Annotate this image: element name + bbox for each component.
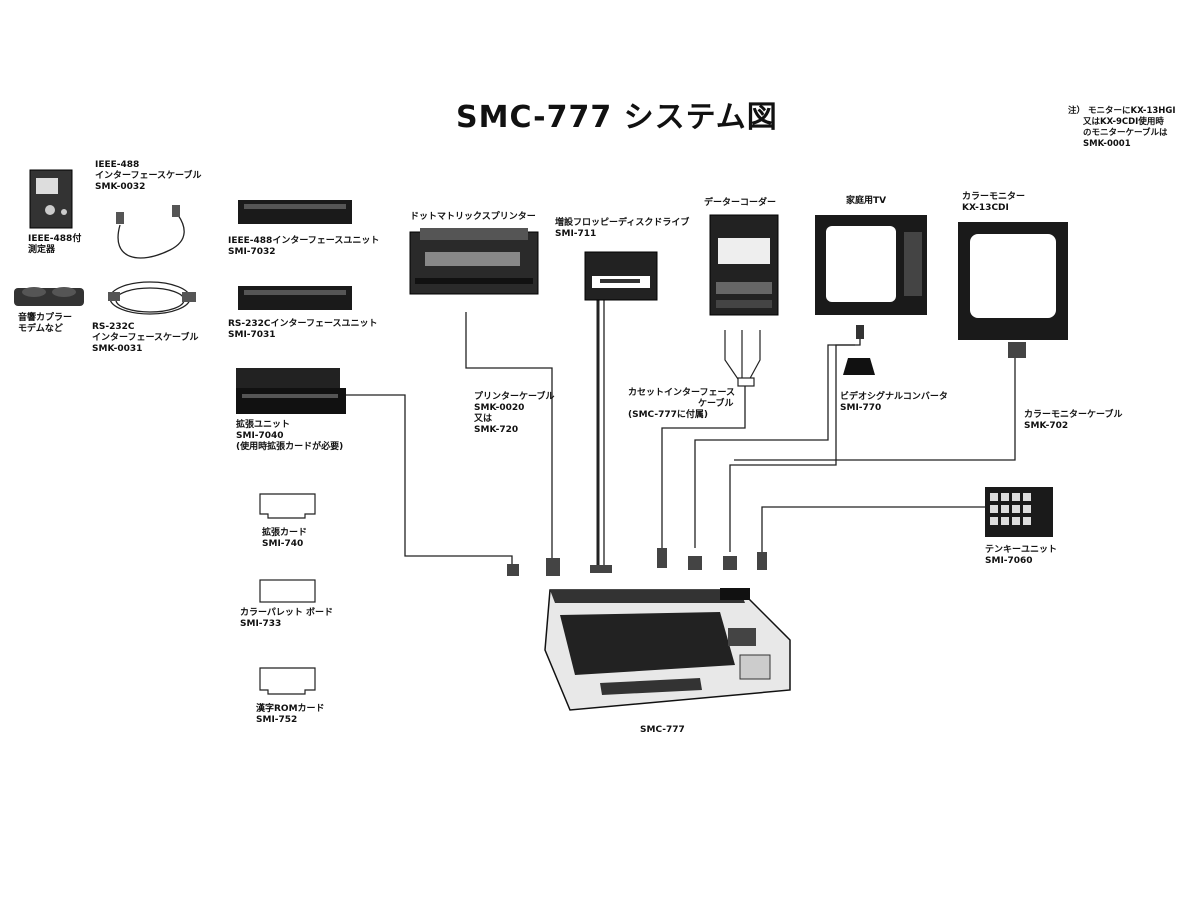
data-recorder-label: データーコーダー [704, 198, 777, 208]
ieee-instrument-icon [29, 169, 73, 229]
page-title: SMC-777 システム図 [456, 100, 778, 135]
color-palette-board-icon [259, 579, 316, 603]
data-recorder-icon [709, 214, 779, 316]
note-line-3: のモニターケーブルは [1083, 128, 1168, 138]
monitor-cable-line [734, 355, 1016, 461]
rs232c-connector-b [182, 292, 196, 302]
expansion-cable-line [330, 394, 513, 565]
ieee-cable-curl [117, 214, 185, 259]
ieee-connector-b [172, 205, 180, 217]
expansion-card-icon [259, 493, 316, 519]
smc777-computer-icon [544, 588, 791, 711]
printer-cable-line [465, 312, 553, 558]
rs232c-connector-a [108, 292, 120, 301]
note: 注） モニターにKX-13HGI 又はKX-9CDI使用時 のモニターケーブルは… [1068, 106, 1176, 150]
cassette-cable-label: カセットインターフェース ケーブル (SMC-777に付属) [628, 388, 736, 420]
kanji-rom-card-icon [259, 667, 316, 695]
video-converter-icon [843, 325, 875, 375]
note-line-2: 又はKX-9CDI使用時 [1083, 117, 1164, 127]
ieee-interface-unit-icon [238, 200, 352, 224]
video-cable-line [694, 332, 861, 548]
floppy-drive-icon [584, 251, 658, 301]
rs232c-cable-curl [109, 281, 191, 315]
tenkey-cable-line [761, 506, 985, 552]
video-cable-line-2 [729, 344, 855, 552]
acoustic-coupler-icon [14, 287, 84, 306]
ieee-connector-a [116, 212, 124, 224]
home-tv-label: 家庭用TV [846, 196, 887, 206]
note-line-1: 注） モニターにKX-13HGI [1068, 106, 1176, 116]
rs232c-interface-unit-icon [238, 286, 352, 310]
cassette-cable-line [661, 385, 746, 548]
main-unit-connectors [507, 548, 767, 576]
ieee-device-label: IEEE-488付測定器 [28, 234, 82, 255]
home-tv-icon [815, 215, 927, 315]
dot-matrix-printer-icon [409, 228, 539, 295]
expansion-unit-icon [236, 368, 346, 414]
tenkey-unit-icon [985, 487, 1053, 537]
cassette-plugs-icon [724, 330, 761, 387]
acoustic-coupler-label: 音響カプラーモデムなど [18, 313, 73, 334]
note-line-4: SMK-0001 [1083, 139, 1131, 149]
color-monitor-icon [958, 222, 1068, 358]
dot-matrix-printer-label: ドットマトリックスプリンター [410, 212, 536, 222]
main-unit-label: SMC-777 [640, 725, 685, 735]
rs232c-cable-curl-2 [115, 287, 185, 313]
